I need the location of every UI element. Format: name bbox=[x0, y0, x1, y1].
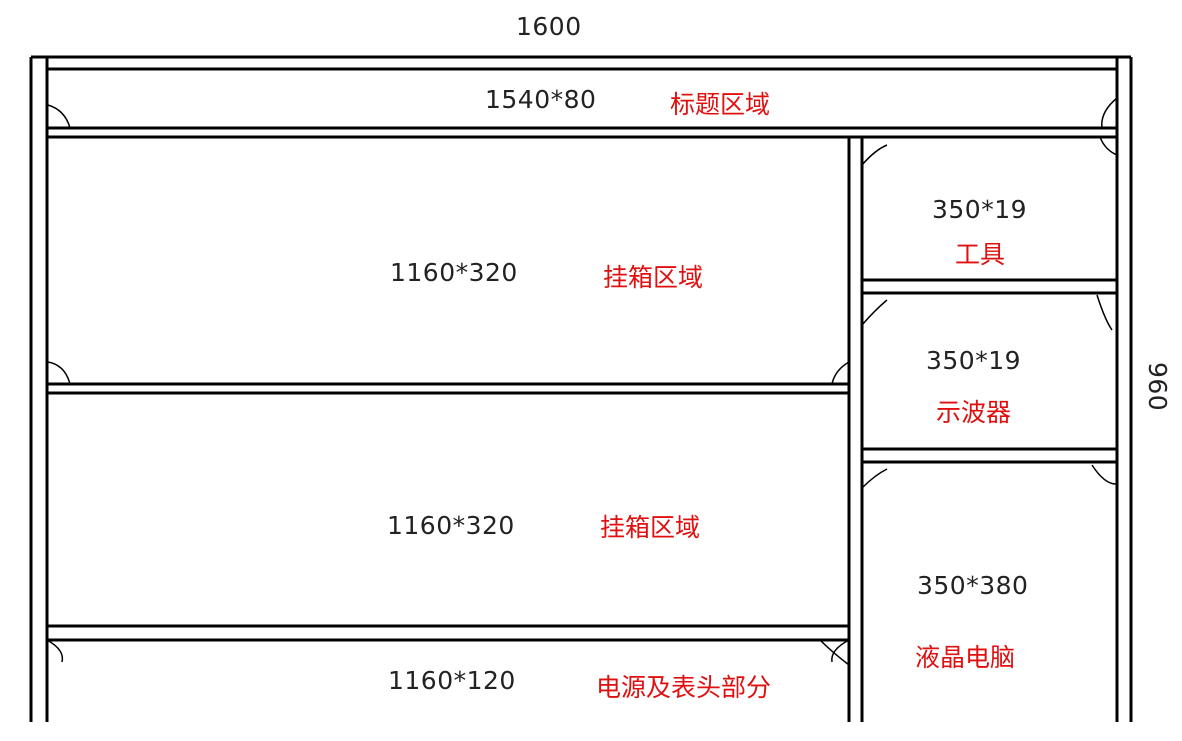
tools-label: 工具 bbox=[955, 240, 1006, 269]
title-area-label: 标题区域 bbox=[670, 90, 771, 119]
corner-brackets bbox=[46, 97, 1118, 666]
hanging-box-2-label: 挂箱区域 bbox=[600, 513, 701, 542]
width-dimension: 1600 bbox=[516, 12, 582, 41]
height-dimension: 960 bbox=[1143, 362, 1172, 412]
hanging-box-1-size: 1160*320 bbox=[390, 258, 518, 287]
lcd-pc-label: 液晶电脑 bbox=[915, 643, 1016, 672]
title-area-size: 1540*80 bbox=[485, 85, 597, 114]
power-size: 1160*120 bbox=[388, 666, 516, 695]
tools-size: 350*19 bbox=[932, 195, 1028, 224]
oscilloscope-size: 350*19 bbox=[926, 346, 1022, 375]
oscilloscope-label: 示波器 bbox=[936, 398, 1012, 427]
lcd-pc-size: 350*380 bbox=[917, 571, 1029, 600]
hanging-box-2-size: 1160*320 bbox=[387, 511, 515, 540]
power-label: 电源及表头部分 bbox=[596, 673, 772, 702]
hanging-box-1-label: 挂箱区域 bbox=[603, 263, 704, 292]
